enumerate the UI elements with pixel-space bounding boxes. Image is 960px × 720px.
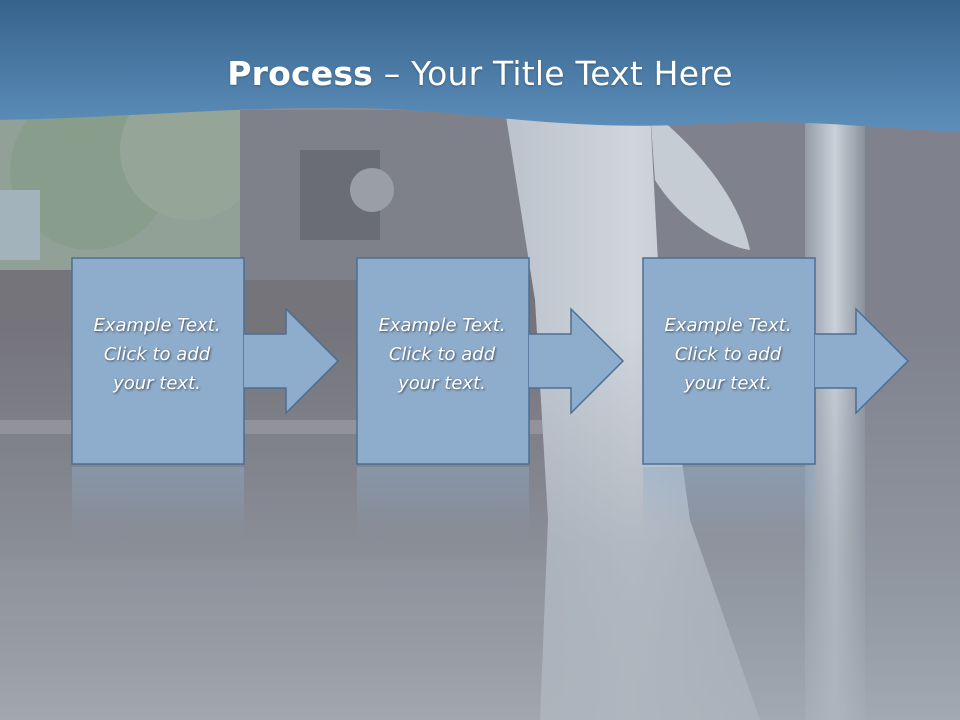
step-3-line-3: your text.: [684, 373, 772, 394]
step-3-line-2: Click to add: [674, 344, 782, 365]
step-3-text[interactable]: Example Text. Click to add your text.: [643, 311, 813, 398]
step-2-line-2: Click to add: [388, 344, 496, 365]
step-1-line-3: your text.: [113, 373, 201, 394]
step-2-text[interactable]: Example Text. Click to add your text.: [357, 311, 527, 398]
step-2-line-3: your text.: [398, 373, 486, 394]
process-step-2[interactable]: [356, 257, 625, 537]
title-bold: Process: [227, 54, 374, 93]
step-1-text[interactable]: Example Text. Click to add your text.: [72, 311, 242, 398]
step-1-line-2: Click to add: [103, 344, 211, 365]
slide-title[interactable]: Process – Your Title Text Here: [0, 52, 960, 96]
process-step-3[interactable]: [642, 257, 910, 537]
step-3-line-1: Example Text.: [664, 315, 792, 336]
title-rest: – Your Title Text Here: [373, 54, 733, 93]
step-1-line-1: Example Text.: [93, 315, 221, 336]
step-2-line-1: Example Text.: [378, 315, 506, 336]
process-step-1[interactable]: [71, 257, 340, 537]
